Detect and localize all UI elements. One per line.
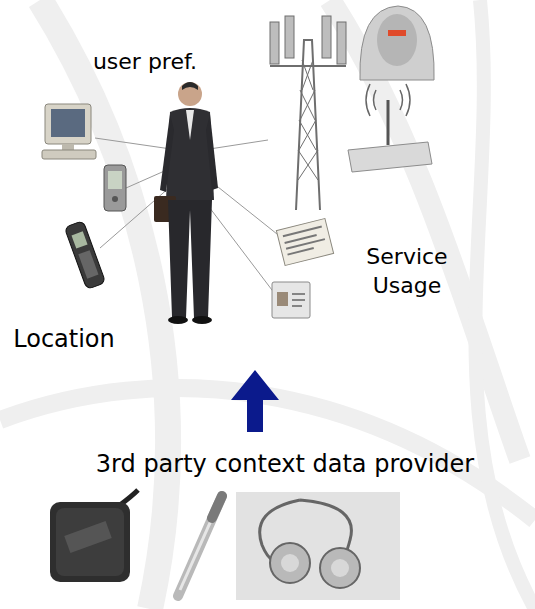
gps-device (360, 6, 434, 80)
context-label: Service Usage (345, 243, 469, 300)
pda-icon (104, 165, 126, 211)
id-card-icon (272, 282, 310, 318)
newspaper-icon (276, 218, 333, 265)
context-label: user pref. (93, 48, 197, 77)
cell-tower (270, 16, 346, 210)
context-label: Location (13, 324, 115, 355)
source-label: 3rd party context data provider (96, 449, 474, 480)
wearable-sensor (236, 492, 400, 600)
computer-icon (42, 104, 96, 159)
square-sensor (50, 490, 138, 582)
person-figure (154, 82, 218, 324)
probe-sensor (178, 496, 222, 596)
wireless-router (348, 84, 432, 172)
phone-icon (64, 221, 105, 290)
up-arrow (231, 370, 279, 432)
